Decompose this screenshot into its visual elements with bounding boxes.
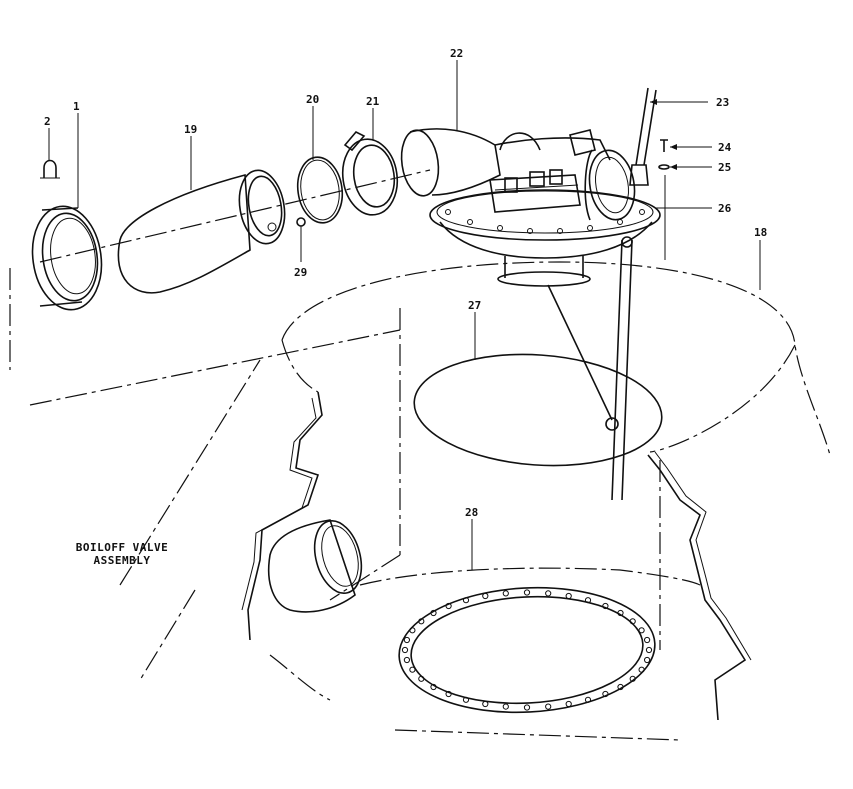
ring-bolt-hole xyxy=(638,627,645,634)
caption-line-2: ASSEMBLY xyxy=(93,554,151,567)
callout-18: 18 xyxy=(754,226,767,239)
ring-bolt-hole xyxy=(584,597,592,604)
ring-bolt-hole xyxy=(401,646,409,654)
ring-bolt-hole xyxy=(617,609,624,617)
boiloff-valve-housing-part-22 xyxy=(400,128,661,287)
callout-2: 2 xyxy=(44,115,51,128)
ring-bolt-hole xyxy=(545,590,552,597)
callout-23: 23 xyxy=(716,96,729,109)
callout-21: 21 xyxy=(366,95,380,108)
ring-bolt-hole xyxy=(482,700,489,708)
assembly-centerline xyxy=(39,169,431,263)
callout-19: 19 xyxy=(184,123,197,136)
ring-bolt-hole xyxy=(523,704,531,711)
ring-bolt-hole xyxy=(418,618,425,625)
ring-bolt-hole xyxy=(644,636,651,644)
ring-bolt-hole xyxy=(602,602,609,610)
ring-bolt-hole xyxy=(409,627,416,634)
ring-bolt-hole xyxy=(629,675,636,682)
ring-bolt-hole xyxy=(644,656,651,664)
callout-28: 28 xyxy=(465,506,478,519)
ring-bolt-hole xyxy=(430,609,437,617)
clip-part-2 xyxy=(40,159,60,179)
mounting-ring-part-28 xyxy=(398,586,656,714)
ring-bolt-hole xyxy=(638,666,645,673)
ring-bolt-hole xyxy=(545,703,552,710)
outlet-duct-stub xyxy=(267,519,363,613)
washer-part-25 xyxy=(658,164,670,170)
callout-27: 27 xyxy=(468,299,481,312)
diagram-caption: BOILOFF VALVE ASSEMBLY xyxy=(52,541,192,567)
ring-bolt-hole xyxy=(462,696,470,703)
mounting-ring-holes xyxy=(401,589,653,711)
ring-bolt-hole xyxy=(602,690,609,698)
clamp-ring-part-21 xyxy=(341,131,399,216)
flange-bolt-holes xyxy=(445,209,645,234)
callout-26: 26 xyxy=(718,202,732,215)
screw-part-24 xyxy=(660,139,668,152)
ring-bolt-hole xyxy=(409,666,416,673)
ring-bolt-hole xyxy=(645,646,653,654)
ring-bolt-hole xyxy=(403,636,410,644)
tank-wall-right-edge xyxy=(647,451,752,721)
ring-bolt-hole xyxy=(617,683,624,691)
ring-bolt-hole xyxy=(629,618,636,625)
callout-labels: 1 2 18 19 20 21 22 23 24 25 26 27 28 29 xyxy=(44,47,767,519)
ring-bolt-hole xyxy=(565,700,572,708)
small-o-ring-part-29 xyxy=(296,217,306,227)
callout-arrowheads xyxy=(650,99,677,170)
coupling-ring-part-1 xyxy=(31,205,103,311)
ring-bolt-hole xyxy=(565,592,572,600)
ring-bolt-hole xyxy=(482,592,489,600)
ring-bolt-hole xyxy=(584,696,592,703)
baffle-plate-part-27 xyxy=(413,236,663,501)
ring-bolt-hole xyxy=(502,703,509,710)
duct-elbow-part-19 xyxy=(117,169,286,294)
leader-lines xyxy=(48,60,761,570)
callout-29: 29 xyxy=(294,266,307,279)
o-ring-part-20 xyxy=(296,156,344,224)
caption-line-1: BOILOFF VALVE xyxy=(75,541,169,554)
ring-bolt-hole xyxy=(418,675,425,682)
ring-bolt-hole xyxy=(403,656,410,664)
callout-24: 24 xyxy=(718,141,732,154)
ring-bolt-hole xyxy=(502,590,509,597)
callout-1: 1 xyxy=(73,100,80,113)
tank-wall-left-edge xyxy=(241,391,323,641)
ring-bolt-hole xyxy=(430,683,437,691)
ring-bolt-hole xyxy=(445,690,452,698)
ring-bolt-hole xyxy=(445,602,452,610)
callout-22: 22 xyxy=(450,47,463,60)
ring-bolt-hole xyxy=(523,589,531,596)
ring-bolt-hole xyxy=(462,597,470,604)
callout-25: 25 xyxy=(718,161,731,174)
tank-outline xyxy=(9,261,831,741)
callout-20: 20 xyxy=(306,93,319,106)
